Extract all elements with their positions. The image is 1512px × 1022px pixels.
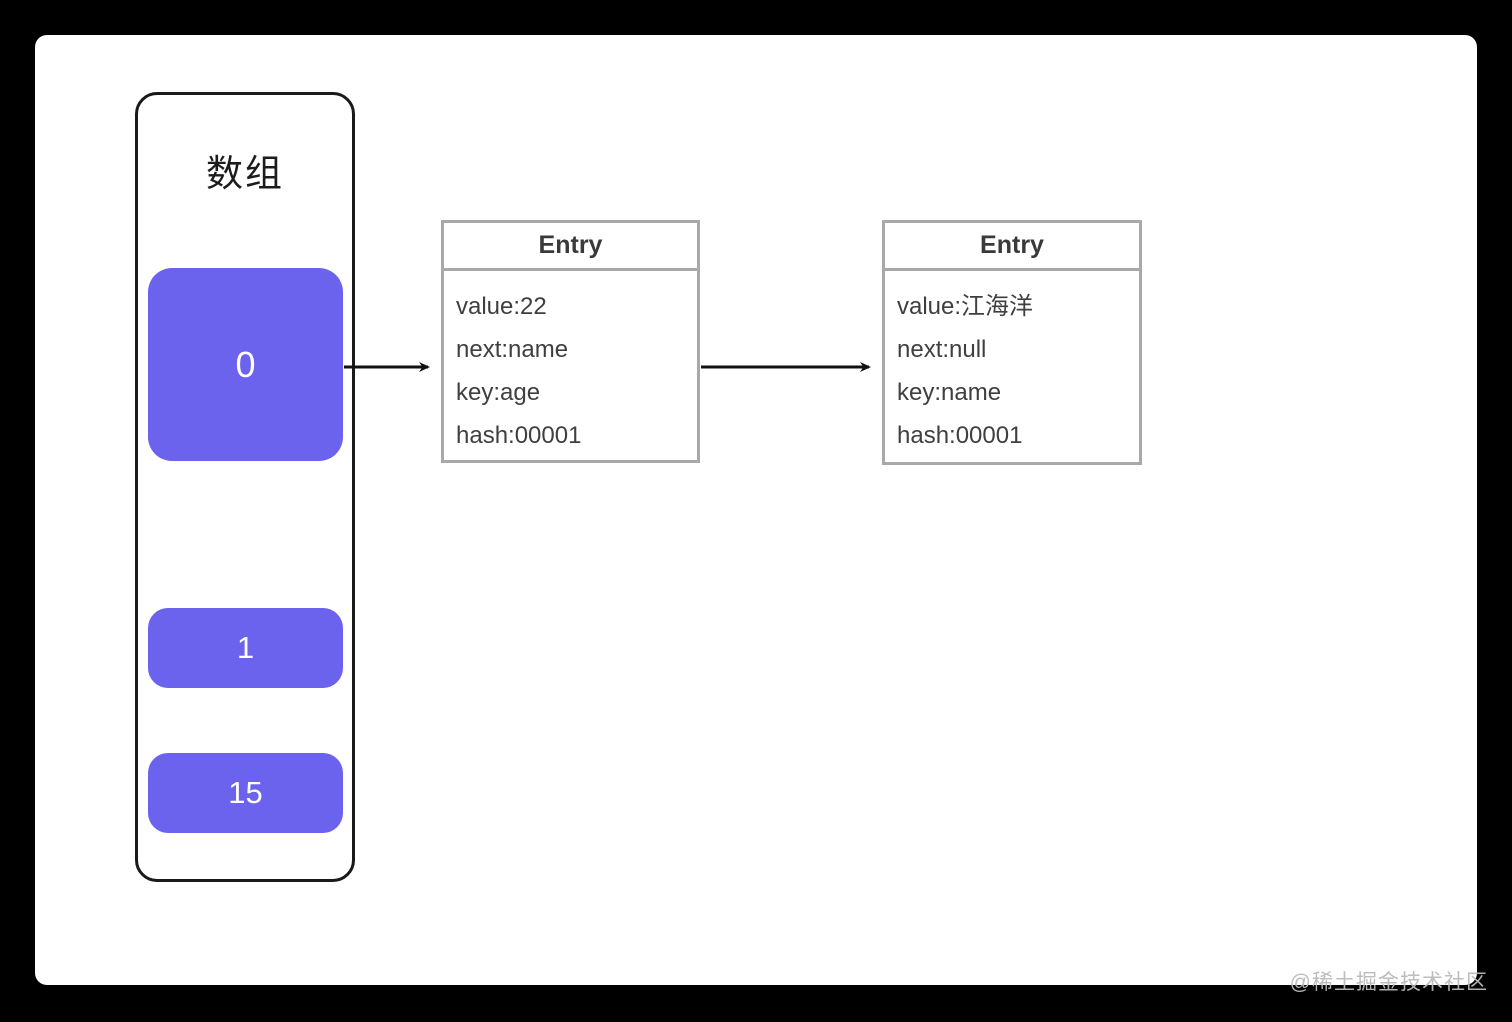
entry-field-next: next:name [456,336,569,363]
entry-field-value: value:22 [456,293,547,320]
entry-field-next: next:null [897,336,987,363]
array-bucket-0-label: 0 [235,343,256,385]
entry-field-hash: hash:00001 [456,422,582,449]
entry-field-key: key:age [456,379,541,406]
entry-field-hash: hash:00001 [897,422,1023,449]
entry-card-1: Entry value:22 next:name key:age hash:00… [441,220,700,463]
entry-card-2: Entry value:江海洋 next:null key:name hash:… [882,220,1142,465]
array-bucket-15-label: 15 [228,775,263,810]
entry-field-key: key:name [897,379,1002,406]
watermark: @稀土掘金技术社区 [1289,971,1488,994]
array-panel-title: 数组 [206,153,284,194]
array-panel: 数组 0 1 15 [135,92,355,882]
entry-card-1-body: value:22 next:name key:age hash:00001 [444,271,697,457]
entry-field-value: value:江海洋 [897,293,1034,320]
array-bucket-0: 0 [148,268,343,461]
array-bucket-1-label: 1 [236,630,255,665]
entry-card-1-title: Entry [444,223,697,271]
entry-card-2-body: value:江海洋 next:null key:name hash:00001 [885,271,1139,457]
entry-card-2-title: Entry [885,223,1139,271]
array-bucket-1: 1 [148,608,343,688]
array-bucket-15: 15 [148,753,343,833]
